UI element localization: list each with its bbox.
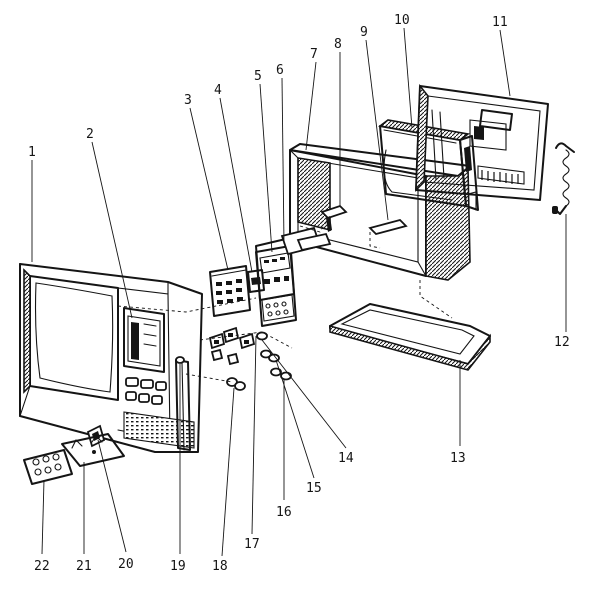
callout-10: 10 — [394, 13, 410, 28]
callout-3: 3 — [184, 93, 192, 108]
part-knob-18 — [226, 377, 246, 391]
callout-14: 14 — [338, 451, 354, 466]
part-side-trim — [175, 356, 191, 451]
part-knobs-cluster — [208, 326, 256, 366]
callout-15: 15 — [306, 481, 322, 496]
part-front-control-cover — [23, 449, 73, 485]
callout-17: 17 — [244, 537, 260, 552]
callout-7: 7 — [310, 47, 318, 62]
callout-labels: 1 2 3 4 5 6 7 8 9 10 11 12 13 14 15 16 1… — [28, 13, 570, 574]
callout-4: 4 — [214, 83, 222, 98]
part-keypad-board — [209, 265, 251, 317]
callout-8: 8 — [334, 37, 342, 52]
leader-lines — [31, 27, 567, 557]
part-stand — [329, 303, 491, 371]
part-back-cover — [415, 83, 549, 201]
callout-13: 13 — [450, 451, 466, 466]
part-front-bezel — [19, 263, 203, 453]
callout-1: 1 — [28, 145, 36, 160]
part-power-cord — [552, 142, 575, 215]
assembly-guide-lines — [117, 221, 453, 383]
callout-18: 18 — [212, 559, 228, 574]
callout-19: 19 — [170, 559, 186, 574]
callout-22: 22 — [34, 559, 50, 574]
callout-20: 20 — [118, 557, 134, 572]
callout-6: 6 — [276, 63, 284, 78]
part-cabinet-shell — [280, 143, 471, 281]
part-control-panel-plate — [255, 237, 297, 327]
callout-21: 21 — [76, 559, 92, 574]
callout-11: 11 — [492, 15, 508, 30]
part-mounting-plate — [61, 433, 125, 467]
callout-16: 16 — [276, 505, 292, 520]
callout-2: 2 — [86, 127, 94, 142]
callout-12: 12 — [554, 335, 570, 350]
bezel-button-row — [125, 377, 167, 405]
callout-5: 5 — [254, 69, 262, 84]
callout-9: 9 — [360, 25, 368, 40]
part-knob-pair-15 — [260, 349, 280, 363]
